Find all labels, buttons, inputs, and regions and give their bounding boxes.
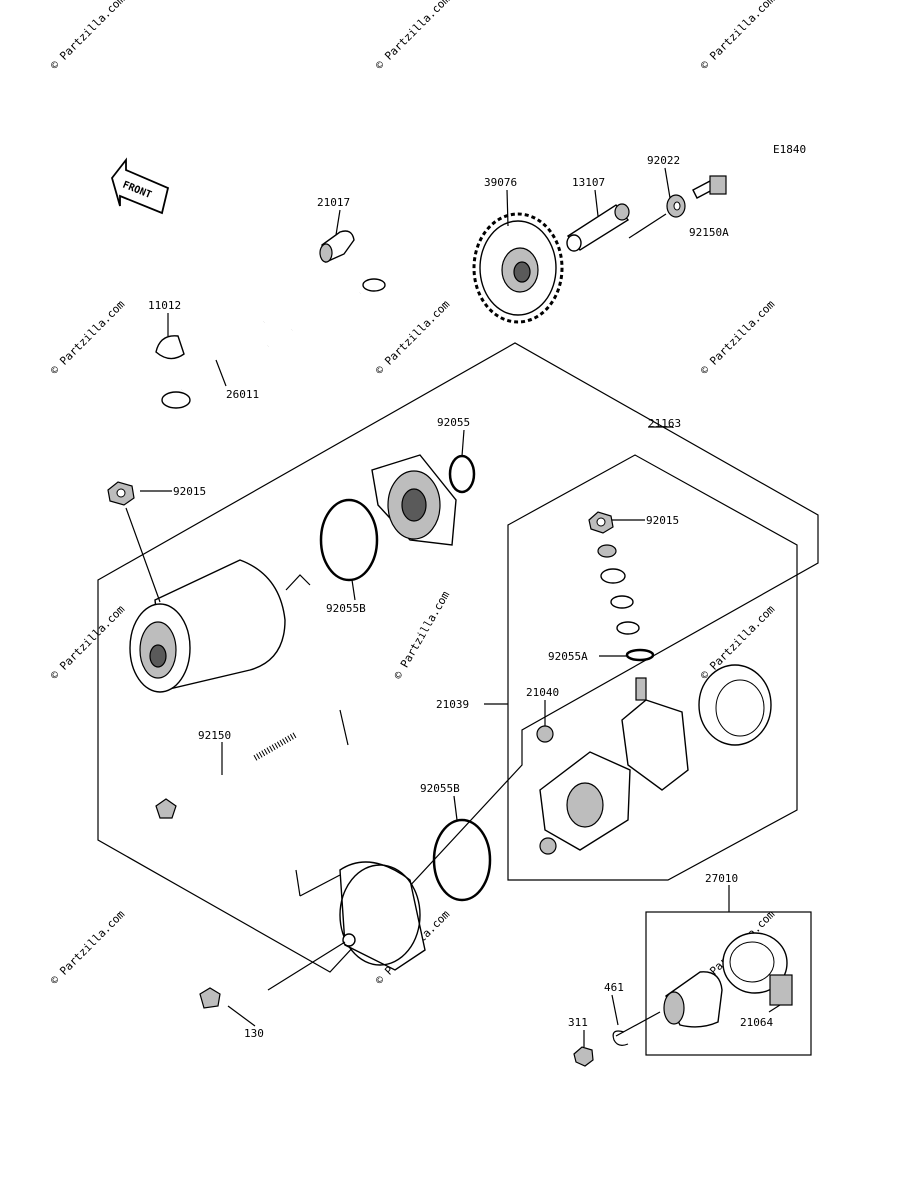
nut-92015-inner[interactable] [588, 511, 614, 534]
solenoid-switch[interactable] [663, 971, 723, 1028]
front-arrow-icon: FRONT [111, 157, 170, 215]
washer-92022[interactable] [666, 194, 686, 218]
starter-motor[interactable] [129, 559, 311, 693]
label-27010: 27010 [705, 872, 738, 885]
label-92055B-lower: 92055B [420, 782, 460, 795]
cap-21017[interactable] [319, 230, 355, 263]
watermark: © Partzilla.com [48, 297, 128, 377]
o-ring-92055A[interactable] [625, 648, 655, 662]
label-92015-inner: 92015 [646, 514, 679, 527]
kit-21039-outline [507, 454, 798, 881]
label-21017: 21017 [317, 196, 350, 209]
watermark: © Partzilla.com [48, 602, 128, 682]
brush-holder-plate[interactable] [621, 677, 689, 791]
lead-wire-26011[interactable] [161, 278, 386, 409]
label-11012: 11012 [148, 299, 181, 312]
label-92150: 92150 [198, 729, 231, 742]
label-21039: 21039 [436, 698, 469, 711]
bolt-92150A[interactable] [692, 175, 727, 199]
leader-lines [125, 167, 781, 1047]
label-92022: 92022 [647, 154, 680, 167]
kit-21163-outline [97, 342, 819, 973]
watermark: © Partzilla.com [698, 297, 778, 377]
o-ring-92055B-upper[interactable] [319, 498, 379, 582]
watermark: © Partzilla.com [698, 0, 778, 72]
label-92055A: 92055A [548, 650, 588, 663]
watermark-center: © Partzilla.com [391, 589, 452, 682]
cap-11012[interactable] [155, 335, 185, 360]
front-housing[interactable] [371, 454, 457, 546]
gear-39076[interactable] [472, 212, 564, 324]
label-92150A: 92150A [689, 226, 729, 239]
label-92015-outer: 92015 [173, 485, 206, 498]
shaft-13107[interactable] [566, 203, 630, 252]
clip-461[interactable] [612, 1030, 629, 1046]
cover-21064[interactable] [722, 932, 793, 1006]
label-92055: 92055 [437, 416, 470, 429]
nut-311[interactable] [573, 1046, 594, 1067]
label-26011: 26011 [226, 388, 259, 401]
label-21163: 21163 [648, 417, 681, 430]
end-collar[interactable] [698, 664, 772, 746]
watermark: © Partzilla.com [48, 907, 128, 987]
bolt-130[interactable] [199, 987, 269, 1009]
label-21064: 21064 [740, 1016, 773, 1029]
washer-stack[interactable] [597, 544, 640, 635]
label-13107: 13107 [572, 176, 605, 189]
watermark: © Partzilla.com [373, 0, 453, 72]
label-39076: 39076 [484, 176, 517, 189]
label-130: 130 [244, 1027, 264, 1040]
diagram-code: E1840 [773, 143, 806, 156]
watermark: © Partzilla.com [48, 0, 128, 72]
rear-housing[interactable] [339, 861, 426, 971]
nut-92015-outer[interactable] [107, 481, 135, 506]
through-bolt-92150[interactable] [155, 732, 297, 819]
label-461: 461 [604, 981, 624, 994]
label-92055B-upper: 92055B [326, 602, 366, 615]
label-311: 311 [568, 1016, 588, 1029]
label-21040: 21040 [526, 686, 559, 699]
o-ring-92055B-lower[interactable] [432, 818, 492, 902]
brush-assembly[interactable] [539, 751, 631, 851]
o-ring-92055[interactable] [448, 454, 476, 494]
spring-21040[interactable] [536, 725, 557, 855]
watermark: © Partzilla.com [373, 297, 453, 377]
